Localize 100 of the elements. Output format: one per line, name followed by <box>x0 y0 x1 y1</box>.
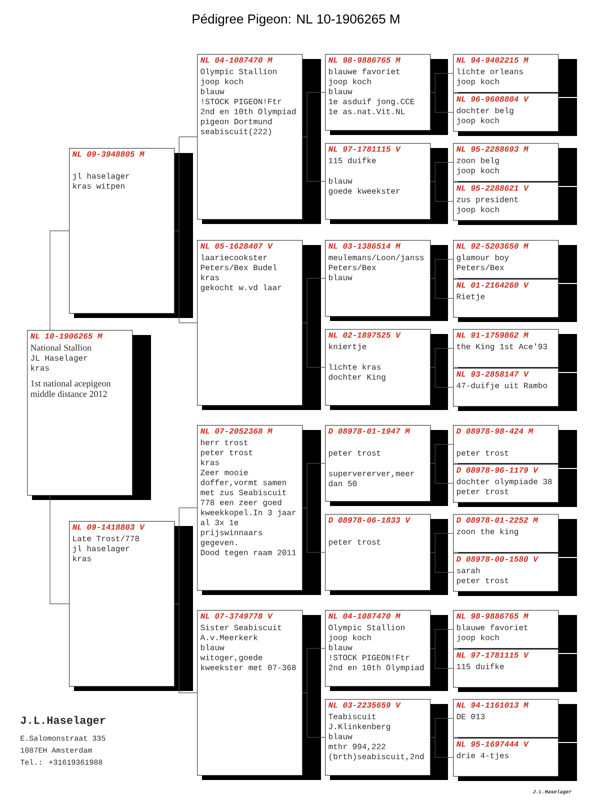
pedigree-card <box>197 54 321 224</box>
pigeon-details: supervererver,meer dan 50 <box>328 472 414 486</box>
pigeon-details: lichte orleans <box>457 68 523 74</box>
pedigree-card <box>197 610 321 780</box>
pigeon-details: blauw <box>329 644 352 650</box>
pigeon-details: Peters/Bex <box>328 264 376 270</box>
pigeon-details: kras <box>201 459 219 466</box>
pigeon-details: Peters/Bex <box>456 264 504 270</box>
pigeon-details: Zeer mooie doffer,vormt samen met zus Seabiscuit 778 een zeer goed kweekkopel.In 3 jaar al 3x 1e prijswinnaars gegeven. <box>200 469 296 547</box>
pedigree-card <box>453 368 577 411</box>
ring-number: NL 10-1906265 M <box>30 333 103 339</box>
ring-number: NL 98-9886765 M <box>456 613 529 619</box>
pigeon-details: 115 duifke <box>456 663 504 670</box>
pedigree-card <box>325 425 448 506</box>
ring-number: D 08978-01-1947 M <box>328 428 410 434</box>
pigeon-details: dochter King <box>328 374 386 382</box>
pigeon-details: goede kweekster <box>328 188 400 196</box>
pigeon-details: blauwe favoriet <box>457 624 528 630</box>
pigeon-details: peter trost <box>457 488 508 496</box>
pigeon-details: Sister Seabiscuit <box>200 624 282 630</box>
connector-line <box>430 92 454 113</box>
pedigree-card <box>69 521 193 691</box>
pigeon-details: peter trost <box>457 450 508 458</box>
pedigree-card <box>453 649 577 692</box>
pigeon-details: lichte kras <box>329 364 380 370</box>
ring-number: NL 03-2235659 V <box>328 702 401 708</box>
pigeon-details: 2nd en 10th Olympiad <box>328 664 424 672</box>
pedigree-card <box>453 610 577 653</box>
pedigree-card <box>325 240 448 321</box>
pigeon-details: zoon belg <box>456 157 499 165</box>
connector-line <box>430 737 454 758</box>
pigeon-details: kras witpen <box>73 182 124 190</box>
pedigree-card <box>453 240 577 283</box>
pedigree-card <box>325 514 448 595</box>
pigeon-details: witoger,goede kweekster met 07-368 <box>200 654 296 670</box>
pigeon-details: kniertje <box>329 343 366 351</box>
pigeon-details: dochter belg <box>456 107 514 115</box>
ring-number: NL 09-3948805 M <box>72 151 145 157</box>
pigeon-details: drie 4-tjes <box>456 752 508 760</box>
pedigree-card <box>453 738 577 781</box>
ring-number: NL 93-2858147 V <box>456 371 529 377</box>
pigeon-details: Rietje <box>456 293 485 301</box>
ring-number: NL 98-9886765 M <box>328 57 401 63</box>
ring-number: NL 01-2164260 V <box>456 282 529 288</box>
pedigree-card <box>453 93 577 136</box>
pigeon-details: joop koch <box>328 78 371 86</box>
ring-number: D 08978-00-1580 V <box>456 556 539 562</box>
pigeon-details: kras <box>31 364 49 371</box>
pigeon-details: Peters/Bex Budel <box>200 264 277 270</box>
ring-number: NL 91-1759862 M <box>456 332 529 338</box>
pigeon-details: jl haselager <box>72 172 130 180</box>
pigeon-details: kras <box>201 274 219 280</box>
pedigree-card <box>453 553 577 596</box>
pigeon-details: joop koch <box>328 634 371 642</box>
pigeon-details: A.v.Meerkerk <box>200 634 258 640</box>
pigeon-details: dochter olympiade 38 <box>456 478 552 486</box>
pigeon-details: laariecookster <box>201 254 267 260</box>
pigeon-details: joop koch <box>456 634 499 642</box>
ring-number: D 08978-06-1833 V <box>328 517 411 523</box>
pigeon-details: peter trost <box>201 450 252 457</box>
connector-line <box>430 367 454 388</box>
pigeon-details: joop koch <box>200 78 243 86</box>
pigeon-details: 1e asduif jong.CCE <box>328 98 414 106</box>
pigeon-details: sarah <box>456 567 480 574</box>
pigeon-details: kras <box>73 555 91 562</box>
pedigree-card <box>453 143 577 186</box>
pedigree-card <box>325 610 448 691</box>
pedigree-card <box>453 182 577 225</box>
pigeon-details: blauw <box>201 88 224 94</box>
connector-line <box>430 463 454 484</box>
pigeon-details: herr trost <box>201 439 248 446</box>
pigeon-details: glamour boy <box>456 254 509 262</box>
pedigree-card <box>453 425 577 468</box>
owner-name: J.L.Haselager <box>20 716 106 726</box>
ring-number: NL 02-1897525 V <box>328 332 401 338</box>
pigeon-details: J.Klinkenberg <box>329 723 390 731</box>
pigeon-details: !STOCK PIGEON!Ftr <box>202 98 282 104</box>
pigeon-details: DE 013 <box>456 714 485 720</box>
ring-number: NL 03-1386514 M <box>328 243 401 249</box>
pigeon-details: peter trost <box>329 450 380 458</box>
ring-number: NL 94-9402215 M <box>456 57 529 63</box>
ring-number: NL 97-1781115 V <box>456 652 529 658</box>
pedigree-card <box>453 464 577 507</box>
ring-number: NL 95-2288621 V <box>456 185 529 191</box>
pigeon-details: mthr 994,222 (brth)seabiscuit,2nd <box>328 743 424 761</box>
pedigree-card <box>325 54 448 135</box>
pedigree-card <box>453 329 577 372</box>
ring-number: NL 09-1418803 V <box>72 524 145 530</box>
pedigree-card <box>453 54 577 97</box>
connector-line <box>302 322 326 368</box>
pigeon-details: meulemans/Loon/janss <box>328 254 424 262</box>
ring-number: NL 04-1087470 M <box>328 613 401 619</box>
pigeon-details: 2nd en 10th Olympiad pigeon Dortmund seabiscuit(222) <box>200 108 296 136</box>
ring-number: NL 07-3749778 V <box>200 613 273 619</box>
connector-line <box>302 692 326 738</box>
ring-number: NL 97-1781115 V <box>328 146 401 152</box>
pigeon-details: blauw <box>329 178 352 184</box>
pedigree-card <box>325 143 448 224</box>
pigeon-details: zus president <box>456 196 518 204</box>
connector-line <box>174 230 198 324</box>
